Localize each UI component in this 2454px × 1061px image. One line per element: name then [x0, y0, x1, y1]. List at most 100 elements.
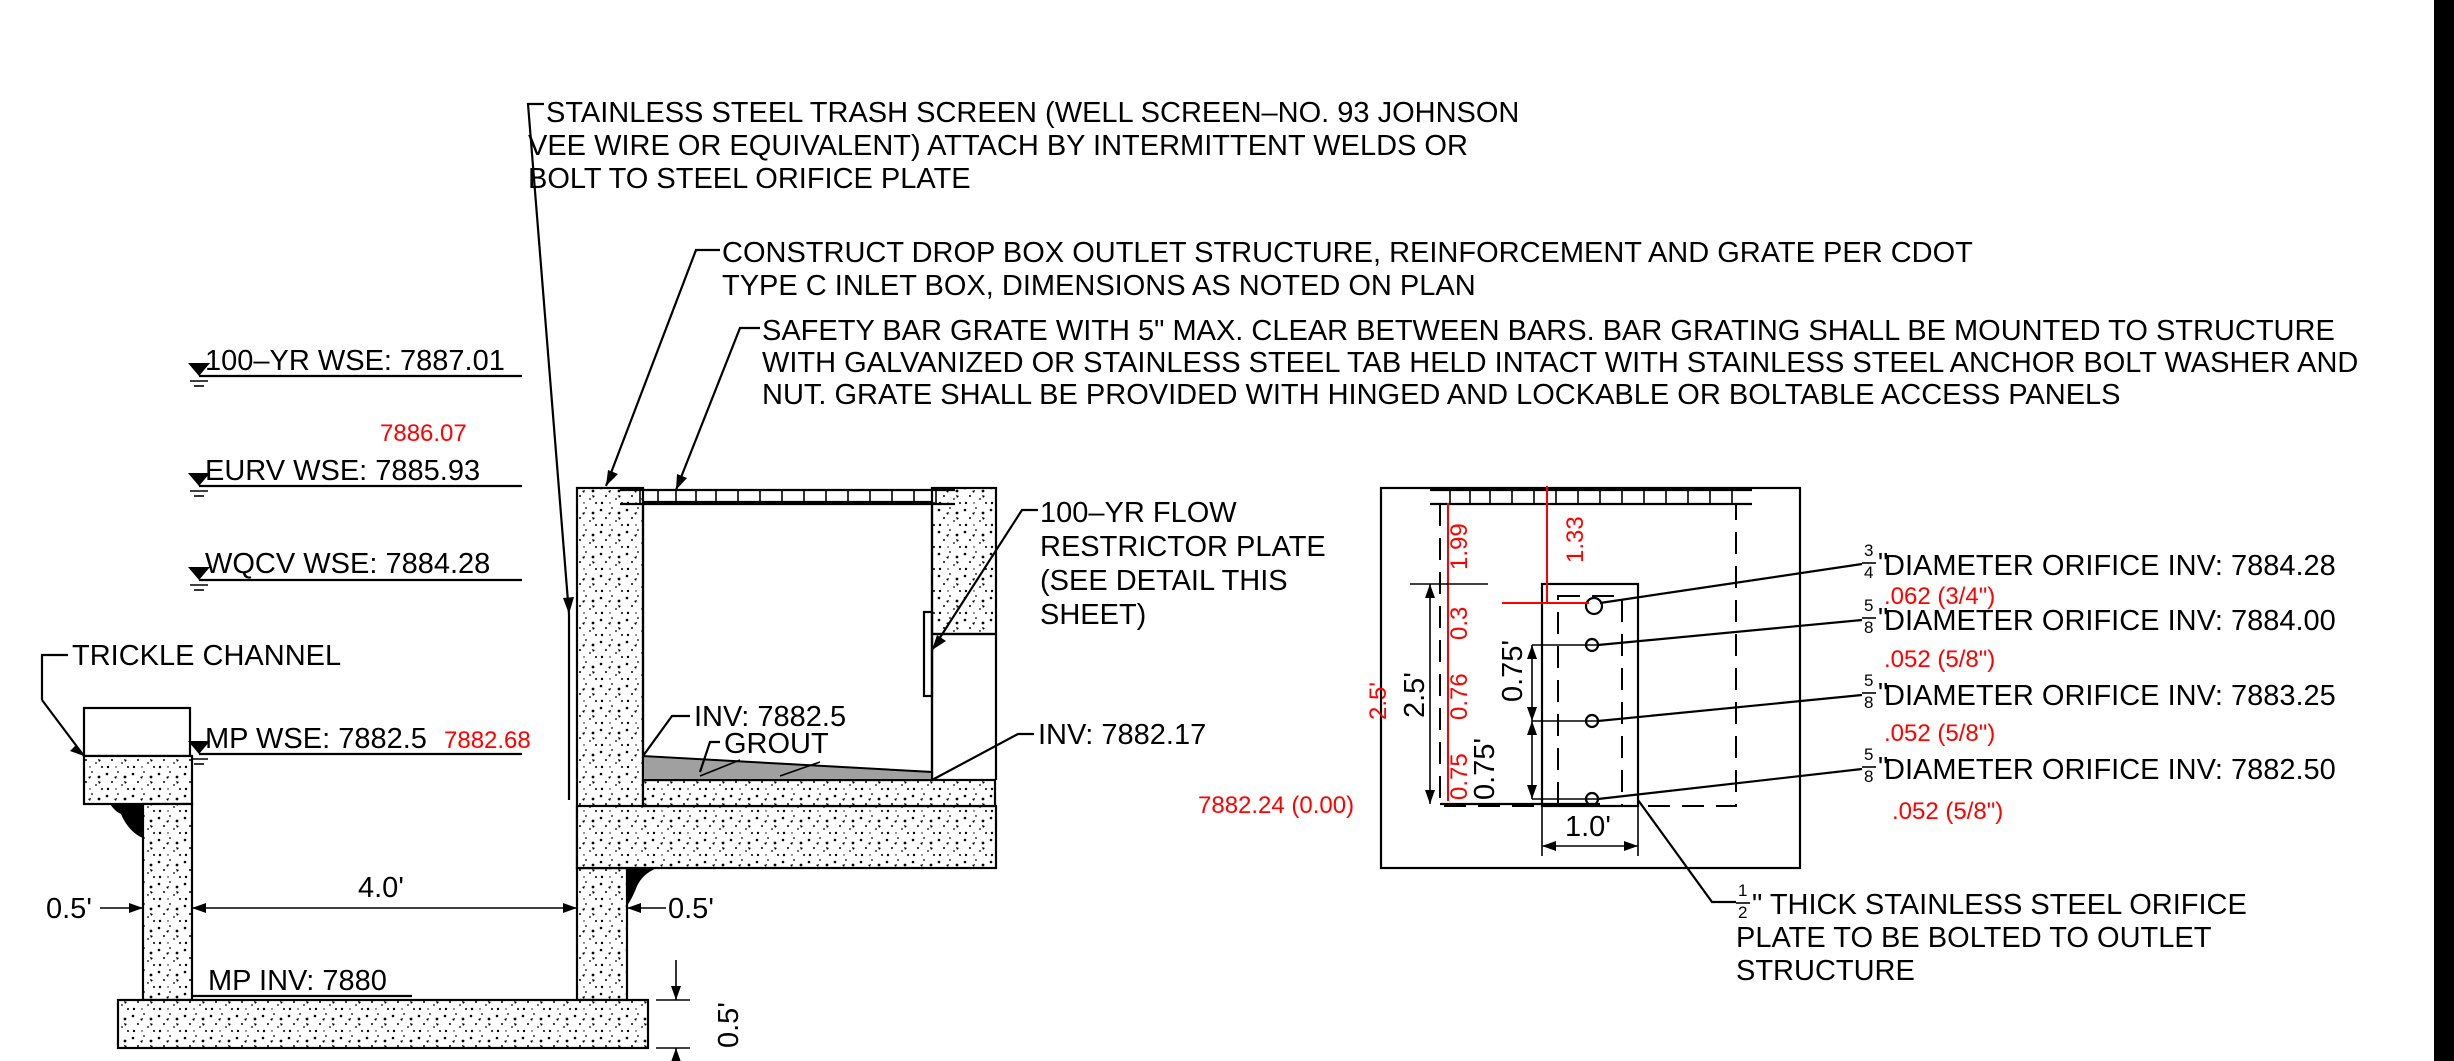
inv-left-label: INV: 7882.5 [694, 701, 846, 733]
inv-right-label: INV: 7882.17 [1038, 719, 1206, 751]
svg-text:2: 2 [1738, 903, 1747, 922]
note-drop-box: CONSTRUCT DROP BOX OUTLET STRUCTURE, REI… [722, 237, 1973, 302]
dim-0-75-lower: 0.75' [1469, 738, 1501, 800]
box-floor [575, 804, 998, 870]
orifice-1-red: .062 (3/4") [1884, 583, 1995, 610]
orifice-callout-1: 3 4 " DIAMETER ORIFICE INV: 7884.28 .062… [1862, 541, 2336, 610]
svg-text:8: 8 [1864, 693, 1873, 712]
orifice-3-red: .052 (5/8") [1884, 720, 1995, 747]
orifice-plate-inner [1557, 595, 1623, 807]
eurv-wse-marker: EURV WSE: 7885.93 [188, 455, 522, 497]
left-fillet [110, 804, 143, 838]
orifice-4-label: DIAMETER ORIFICE INV: 7882.50 [1884, 754, 2336, 786]
svg-text:STAINLESS STEEL TRASH SCREEN (: STAINLESS STEEL TRASH SCREEN (WELL SCREE… [546, 97, 1519, 129]
svg-text:": " [1878, 678, 1888, 710]
mp-wse-marker: MP WSE: 7882.5 7882.68 [188, 723, 531, 765]
red-0-75: 0.75 [1446, 753, 1473, 800]
orifice-2-label: DIAMETER ORIFICE INV: 7884.00 [1884, 605, 2336, 637]
svg-text:VEE WIRE OR EQUIVALENT) ATTACH: VEE WIRE OR EQUIVALENT) ATTACH BY INTERM… [528, 130, 1468, 162]
wse-100yr-marker: 100–YR WSE: 7887.01 [188, 345, 522, 387]
dim-span: 4.0' [358, 872, 404, 904]
orifice-3-label: DIAMETER ORIFICE INV: 7883.25 [1884, 680, 2336, 712]
svg-text:5: 5 [1864, 745, 1873, 764]
note-orifice-plate: 1 2 " THICK STAINLESS STEEL ORIFICE PLAT… [1637, 799, 2247, 987]
svg-text:STRUCTURE: STRUCTURE [1736, 955, 1915, 987]
plate-detail-frame [1379, 486, 1802, 870]
note-restrictor-plate: 100–YR FLOW RESTRICTOR PLATE (SEE DETAIL… [1040, 497, 1326, 631]
red-0-3: 0.3 [1446, 607, 1473, 640]
right-fillet [627, 868, 657, 906]
box-right-wall-upper [930, 486, 998, 636]
orifice-hole-1 [1584, 596, 1604, 616]
trickle-channel-label: TRICKLE CHANNEL [72, 640, 341, 672]
wqcv-wse-label: WQCV WSE: 7884.28 [205, 548, 490, 580]
svg-text:100–YR FLOW: 100–YR FLOW [1040, 497, 1237, 529]
base-slab [116, 998, 650, 1050]
micropool-right-wall [575, 866, 629, 1002]
svg-text:" THICK STAINLESS STEEL ORIFIC: " THICK STAINLESS STEEL ORIFICE [1752, 889, 2247, 921]
mp-red-value: 7882.68 [444, 727, 531, 754]
dim-0-75-upper: 0.75' [1497, 640, 1529, 702]
note-trash-screen: STAINLESS STEEL TRASH SCREEN (WELL SCREE… [528, 97, 1519, 195]
sheet-border [2434, 0, 2454, 1061]
micropool-left-wall [141, 802, 194, 1002]
orifice-4-red: .052 (5/8") [1892, 798, 2003, 825]
svg-text:WITH GALVANIZED OR STAINLESS S: WITH GALVANIZED OR STAINLESS STEEL TAB H… [762, 347, 2358, 379]
micropool-ledge [82, 754, 194, 806]
svg-text:CONSTRUCT DROP BOX OUTLET STRU: CONSTRUCT DROP BOX OUTLET STRUCTURE, REI… [722, 237, 1973, 269]
orifice-callout-2: 5 8 " DIAMETER ORIFICE INV: 7884.00 .052… [1862, 596, 2336, 673]
mp-inv-label: MP INV: 7880 [208, 965, 387, 997]
box-floor-top [641, 778, 997, 808]
note-safety-grate: SAFETY BAR GRATE WITH 5" MAX. CLEAR BETW… [762, 315, 2358, 411]
svg-text:": " [1878, 603, 1888, 635]
orifice-2-red: .052 (5/8") [1884, 646, 1995, 673]
svg-text:SHEET): SHEET) [1040, 599, 1146, 631]
grout-label: GROUT [724, 728, 829, 760]
red-1-99: 1.99 [1446, 523, 1473, 570]
dim-1-0: 1.0' [1565, 811, 1611, 843]
svg-text:NUT. GRATE SHALL BE PROVIDED W: NUT. GRATE SHALL BE PROVIDED WITH HINGED… [762, 379, 2121, 411]
dim-right-wall: 0.5' [668, 893, 714, 925]
orifice-callout-4: 5 8 " DIAMETER ORIFICE INV: 7882.50 .052… [1862, 745, 2336, 825]
safety-bar-grate [620, 488, 955, 506]
trash-screen-leader [526, 102, 571, 615]
wse-100yr-label: 100–YR WSE: 7887.01 [205, 345, 505, 377]
dim-base: 0.5' [713, 1002, 745, 1048]
grate-leader [674, 326, 760, 491]
eurv-red-value: 7886.07 [380, 420, 467, 447]
drop-box-leader [604, 248, 720, 487]
wqcv-wse-marker: WQCV WSE: 7884.28 [188, 548, 522, 591]
mp-wse-label: MP WSE: 7882.5 [205, 723, 427, 755]
orifice-plate-detail: 1.99 1.33 2.5' 0.3 0.76 0.75 7882.24 (0.… [1198, 486, 1863, 870]
svg-text:1: 1 [1738, 881, 1747, 900]
svg-text:TYPE C INLET BOX, DIMENSIONS A: TYPE C INLET BOX, DIMENSIONS AS NOTED ON… [722, 270, 1476, 302]
svg-text:8: 8 [1864, 767, 1873, 786]
trickle-channel: TRICKLE CHANNEL [40, 640, 341, 758]
red-1-33: 1.33 [1562, 516, 1589, 563]
restrictor-leader [931, 508, 1038, 651]
red-2-5: 2.5' [1365, 682, 1392, 720]
svg-text:5: 5 [1864, 596, 1873, 615]
svg-text:(SEE DETAIL THIS: (SEE DETAIL THIS [1040, 565, 1288, 597]
eurv-wse-label: EURV WSE: 7885.93 [205, 455, 480, 487]
svg-text:BOLT TO STEEL ORIFICE PLATE: BOLT TO STEEL ORIFICE PLATE [528, 163, 971, 195]
restrictor-plate [922, 610, 934, 698]
orifice-1-label: DIAMETER ORIFICE INV: 7884.28 [1884, 550, 2336, 582]
section-view: 100–YR WSE: 7887.01 7886.07 EURV WSE: 78… [40, 102, 1206, 1061]
orifice-plate-outline [1540, 582, 1640, 808]
red-base-elev: 7882.24 (0.00) [1198, 792, 1354, 819]
dim-2-5: 2.5' [1399, 672, 1431, 718]
dim-left-wall: 0.5' [46, 893, 92, 925]
svg-text:8: 8 [1864, 618, 1873, 637]
svg-text:RESTRICTOR PLATE: RESTRICTOR PLATE [1040, 531, 1326, 563]
svg-text:4: 4 [1864, 563, 1873, 582]
orifice-callout-3: 5 8 " DIAMETER ORIFICE INV: 7883.25 .052… [1862, 671, 2336, 747]
svg-text:": " [1878, 752, 1888, 784]
svg-text:5: 5 [1864, 671, 1873, 690]
red-0-76: 0.76 [1446, 673, 1473, 720]
svg-text:": " [1878, 548, 1888, 580]
svg-text:SAFETY BAR GRATE WITH 5" MAX.: SAFETY BAR GRATE WITH 5" MAX. CLEAR BETW… [762, 315, 2335, 347]
svg-text:3: 3 [1864, 541, 1873, 560]
svg-text:PLATE TO BE BOLTED TO OUTLET: PLATE TO BE BOLTED TO OUTLET [1736, 922, 2212, 954]
